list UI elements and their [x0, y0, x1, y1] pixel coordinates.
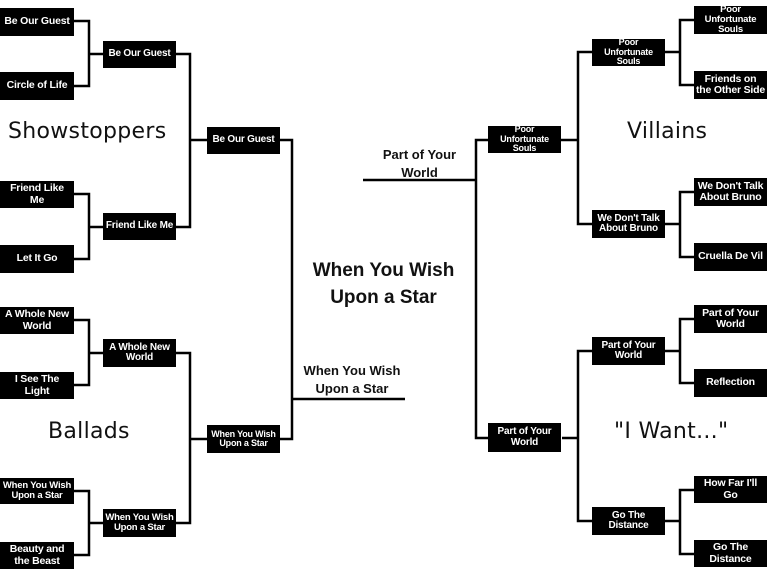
left-r2-slot-4: When You Wish Upon a Star [103, 509, 176, 537]
right-r1-slot-8: Go The Distance [694, 540, 767, 567]
left-r1-slot-7: When You Wish Upon a Star [0, 478, 74, 504]
left-r1-slot-8: Beauty and the Beast [0, 542, 74, 569]
left-r2-slot-1: Be Our Guest [103, 41, 176, 68]
category-ballads: Ballads [48, 419, 130, 444]
category-showstoppers: Showstoppers [8, 119, 167, 144]
left-r1-slot-6: I See The Light [0, 372, 74, 399]
right-r1-slot-1: Poor Unfortunate Souls [694, 5, 767, 34]
left-finalist: When You Wish Upon a Star [303, 363, 401, 396]
left-r3-slot-1: Be Our Guest [207, 127, 280, 154]
left-r1-slot-5: A Whole New World [0, 307, 74, 334]
right-r1-slot-5: Part of Your World [694, 305, 767, 333]
champion: When You Wish Upon a Star [312, 260, 455, 308]
right-r2-slot-4: Go The Distance [592, 507, 665, 535]
left-r2-slot-3: A Whole New World [103, 339, 176, 367]
category-villains: Villains [627, 119, 708, 144]
right-r3-slot-1: Poor Unfortunate Souls [488, 125, 561, 153]
right-r1-slot-4: Cruella De Vil [694, 243, 767, 271]
left-r1-slot-2: Circle of Life [0, 72, 74, 100]
right-finalist: Part of Your World [382, 147, 457, 180]
left-r1-slot-4: Let It Go [0, 245, 74, 273]
right-r1-slot-2: Friends on the Other Side [694, 71, 767, 99]
left-r1-slot-1: Be Our Guest [0, 8, 74, 36]
right-r2-slot-3: Part of Your World [592, 337, 665, 365]
left-r3-slot-2: When You Wish Upon a Star [207, 425, 280, 453]
left-r2-slot-2: Friend Like Me [103, 213, 176, 240]
right-r1-slot-3: We Don't Talk About Bruno [694, 178, 767, 206]
right-r2-slot-2: We Don't Talk About Bruno [592, 210, 665, 238]
right-r1-slot-6: Reflection [694, 369, 767, 397]
right-r2-slot-1: Poor Unfortunate Souls [592, 38, 665, 66]
right-r3-slot-2: Part of Your World [488, 423, 561, 452]
category-i-want: "I Want..." [614, 419, 729, 444]
right-r1-slot-7: How Far I'll Go [694, 476, 767, 503]
left-r1-slot-3: Friend Like Me [0, 181, 74, 208]
